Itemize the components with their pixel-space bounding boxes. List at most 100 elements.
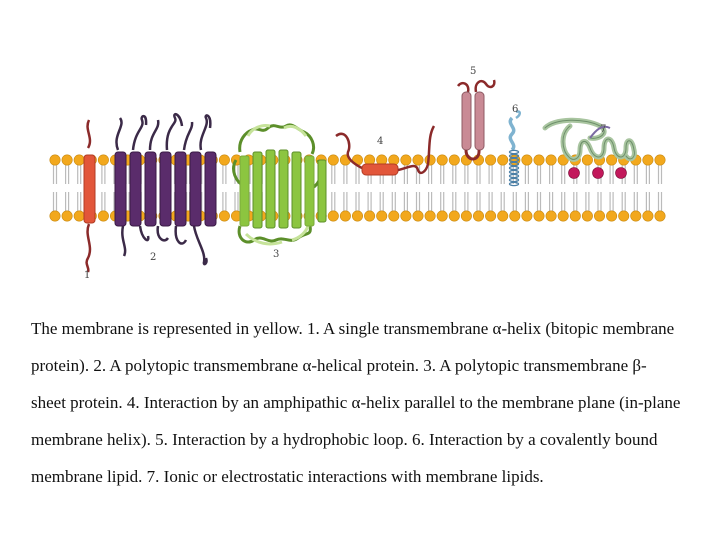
lipid-head [606, 210, 618, 222]
lipid-head [533, 210, 545, 222]
lipid-head [436, 154, 448, 166]
lipid-tails [343, 165, 348, 211]
lipid-tails [186, 165, 191, 211]
lipid-head [521, 210, 533, 222]
lipid-tails [524, 165, 529, 211]
amphipathic-helix [335, 125, 436, 176]
charged-lipid-heads [568, 167, 627, 179]
polytopic-helical-protein [114, 112, 217, 266]
lipid-head [351, 210, 363, 222]
lipid-tails [488, 165, 493, 211]
anchor-coil-turn [508, 165, 520, 171]
lipid-head [485, 210, 497, 222]
label-2: 2 [150, 252, 156, 263]
anchor-coil-turn [508, 149, 520, 155]
lipid-tails [52, 165, 58, 211]
beta-strand-6 [304, 155, 315, 227]
lipid-head [533, 154, 545, 166]
lipid-head [642, 210, 654, 222]
lipid-head [73, 154, 85, 166]
lipid-tails [500, 165, 505, 211]
label-5: 5 [470, 66, 476, 77]
lipid-head [49, 154, 61, 166]
lipid-head [569, 210, 581, 222]
lipid-tails [331, 165, 336, 211]
anchor-coil-turn [508, 181, 520, 187]
lipid-head [424, 210, 436, 222]
lipid-tails [77, 165, 82, 211]
lipid-tails [403, 165, 408, 211]
polytopic-helix-7 [204, 151, 217, 227]
beta-strand-4 [278, 149, 289, 229]
beta-strand-1 [239, 155, 250, 227]
lipid-tails [355, 165, 360, 211]
polytopic-helix-6 [189, 151, 202, 227]
lipid-head [545, 154, 557, 166]
lipid-tails [65, 165, 70, 211]
beta-strand-5 [291, 151, 302, 229]
anchor-coil-turn [508, 177, 520, 183]
lipid-head [339, 210, 351, 222]
lipid-head [485, 154, 497, 166]
anchor-coil-turn [508, 157, 520, 163]
lipid-head [412, 154, 424, 166]
single-transmembrane-helix [83, 119, 96, 273]
lipid-head [327, 154, 339, 166]
label-7: 7 [600, 124, 606, 135]
lipid-head [218, 210, 230, 222]
lipid-head [497, 210, 509, 222]
lipid-head [400, 154, 412, 166]
anchor-coil-turn [508, 161, 520, 167]
lipid-head [97, 210, 109, 222]
lipid-tails [125, 165, 130, 211]
charged-lipid-head [568, 167, 580, 179]
lipid-head [61, 154, 73, 166]
lipid-tails [101, 165, 106, 211]
lipid-tails [464, 165, 469, 211]
anchor-coil-turn [508, 153, 520, 159]
lipid-head [400, 210, 412, 222]
lipid-head [557, 210, 569, 222]
lipid-head [61, 210, 73, 222]
lipid-tails [657, 165, 663, 211]
membrane-protein-diagram: 1 2 3 [49, 66, 666, 281]
lipid-tails [609, 165, 614, 211]
lipid-head [460, 210, 472, 222]
label-6: 6 [512, 104, 518, 115]
electrostatic-protein [542, 117, 637, 179]
membrane-proteins: 1 2 3 [83, 66, 637, 281]
lipid-tails [476, 165, 481, 211]
lipid-tails [440, 165, 445, 211]
beta-strand-2 [252, 151, 263, 229]
anchor-coil-turn [508, 173, 520, 179]
lipid-head [545, 210, 557, 222]
loop-helix-1 [461, 91, 472, 151]
lipid-tails [645, 165, 650, 211]
lipid-head [327, 210, 339, 222]
lipid-head [376, 210, 388, 222]
label-4: 4 [377, 136, 383, 147]
lipid-head [581, 154, 593, 166]
loop-helix-2 [474, 91, 485, 151]
anchor-coil-turn [508, 169, 520, 175]
beta-sheet-protein [232, 123, 327, 246]
lipid-head [606, 154, 618, 166]
lipid-tails [428, 165, 433, 211]
polytopic-helix-1 [114, 151, 127, 227]
label-3: 3 [273, 249, 279, 260]
polytopic-helix-3 [144, 151, 157, 227]
lipid-head [49, 210, 61, 222]
lipid-head [618, 210, 630, 222]
lipid-head [630, 210, 642, 222]
polytopic-helix-2 [129, 151, 142, 227]
beta-strand-3 [265, 149, 276, 229]
lipid-tails [536, 165, 542, 211]
lipid-tails [415, 165, 421, 211]
lipid-head [654, 210, 666, 222]
lipid-tails [452, 165, 457, 211]
polytopic-helix-4 [159, 151, 172, 227]
lipid-head [364, 210, 376, 222]
hydrophobic-loop-protein [456, 79, 496, 161]
lipid-head [497, 154, 509, 166]
charged-lipid-head [592, 167, 604, 179]
